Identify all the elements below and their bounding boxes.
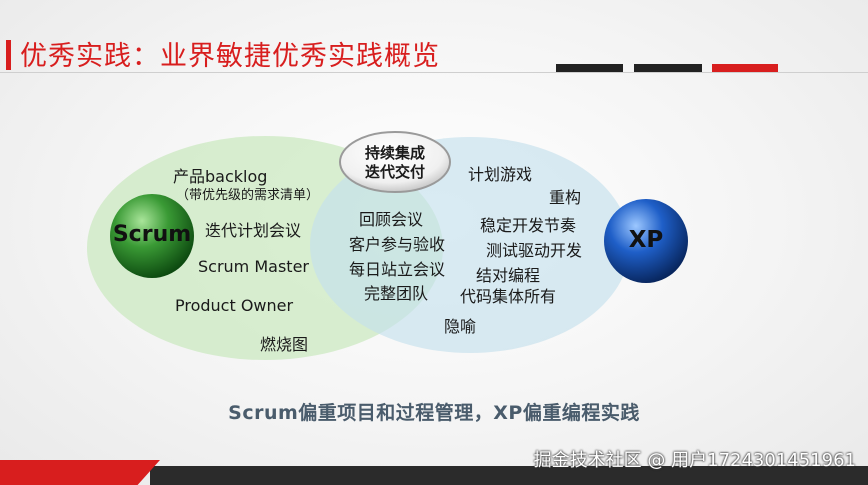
scrum-item-planning: 迭代计划会议	[205, 221, 302, 240]
slide-title: 优秀实践：业界敏捷优秀实践概览	[20, 41, 440, 72]
badge-label: 持续集成 迭代交付	[355, 144, 435, 182]
header-block-red	[712, 64, 778, 72]
shared-item-acceptance: 客户参与验收	[349, 235, 446, 254]
scrum-item-master: Scrum Master	[198, 257, 309, 276]
xp-item-collective-ownership: 代码集体所有	[460, 287, 557, 306]
scrum-item-backlog: 产品backlog	[173, 167, 268, 186]
scrum-ball	[110, 194, 194, 278]
xp-item-pair-programming: 结对编程	[476, 266, 541, 285]
watermark: 掘金技术社区 @ 用户1724301451961	[533, 450, 856, 471]
scrum-item-backlog-note: （带优先级的需求清单）	[176, 188, 320, 203]
xp-item-metaphor: 隐喻	[444, 317, 477, 336]
shared-item-standup: 每日站立会议	[349, 260, 446, 279]
badge-line-2: 迭代交付	[364, 163, 425, 181]
xp-item-refactoring: 重构	[549, 188, 582, 207]
scrum-item-owner: Product Owner	[175, 296, 294, 315]
continuous-integration-badge	[339, 131, 451, 193]
header-block-dark-2	[634, 64, 702, 72]
badge-line-1: 持续集成	[364, 144, 425, 162]
xp-item-tdd: 测试驱动开发	[486, 241, 583, 260]
title-rule	[0, 72, 868, 73]
scrum-item-burndown: 燃烧图	[260, 335, 309, 354]
header-block-dark-1	[556, 64, 623, 72]
footer-red-band	[0, 460, 160, 485]
xp-label: XP	[628, 227, 664, 253]
xp-item-sustainable-pace: 稳定开发节奏	[480, 216, 577, 235]
footer-dark-band	[150, 466, 868, 485]
shared-item-retrospective: 回顾会议	[359, 210, 424, 229]
xp-item-planning-game: 计划游戏	[468, 165, 533, 184]
summary-text: Scrum偏重项目和过程管理，XP偏重编程实践	[228, 402, 640, 424]
shared-item-whole-team: 完整团队	[364, 284, 429, 303]
xp-ball	[604, 199, 688, 283]
title-accent-bar	[6, 40, 11, 70]
scrum-label: Scrum	[112, 222, 192, 247]
